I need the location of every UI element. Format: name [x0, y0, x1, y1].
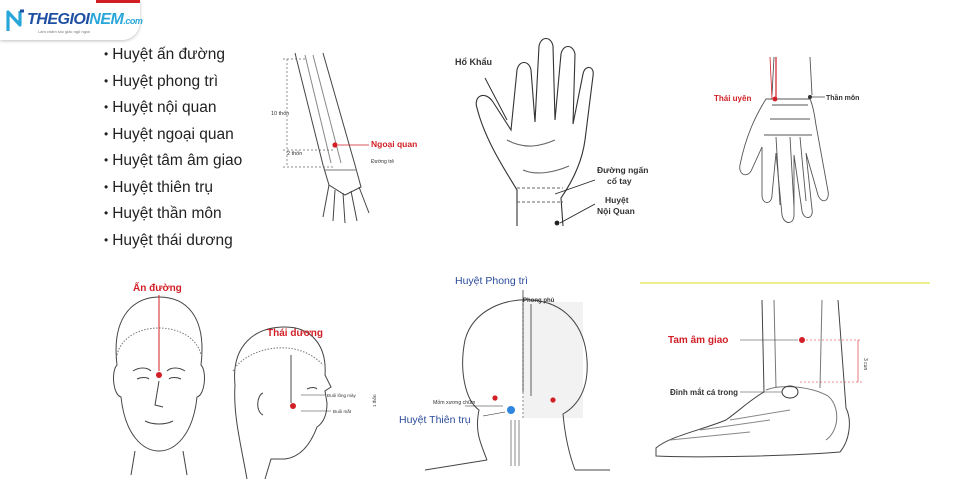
acupoint-list: Huyệt ấn đường Huyệt phong trì Huyệt nội… — [104, 42, 242, 254]
label-brow: Đuôi lông mày — [327, 393, 357, 398]
palm-diagram: Hổ Khẩu Đường ngấn cổ tay Huyệt Nội Quan — [445, 30, 665, 235]
than-mon-point — [808, 95, 812, 99]
label-mom-xuong: Mỏm xương chũm — [433, 399, 475, 406]
brand-logo[interactable]: THEGIOINEM.com Làm chăm sóc giấc ngủ ngo… — [0, 0, 143, 40]
ankle-diagram: Tam âm giao Đỉnh mắt cá trong 3 cun — [640, 280, 930, 470]
label-thien-tru: Huyệt Thiên trụ — [399, 414, 471, 426]
label-phong-phu: Phong phủ — [523, 298, 555, 304]
label-huyet: Huyệt — [605, 195, 629, 205]
ngoai-quan-point — [332, 142, 338, 148]
list-item: Huyệt nội quan — [104, 95, 242, 122]
label-fold: 1 thốn — [372, 394, 377, 407]
label-wrist: Đường trẻ — [371, 159, 394, 165]
label-eye: Đuôi mắt — [333, 408, 352, 414]
list-item: Huyệt thiên trụ — [104, 175, 242, 202]
logo-accent-bar — [96, 0, 140, 3]
arm-diagram: 10 thốn 2 thốn Ngoại quan Đường trẻ — [265, 45, 425, 225]
label-lower: 2 thốn — [287, 151, 302, 157]
label-ho-khau: Hổ Khẩu — [455, 57, 492, 67]
thien-tru-point — [507, 406, 515, 414]
tam-am-giao-point — [799, 337, 805, 343]
list-item: Huyệt ấn đường — [104, 42, 242, 69]
label-crease-1: Đường ngấn — [597, 165, 648, 175]
face-diagram: Ấn đường Thái dương Đuôi lông mày Đuôi m… — [95, 275, 390, 485]
label-upper: 10 thốn — [271, 111, 289, 117]
label-ngoai-quan: Ngoại quan — [371, 139, 417, 149]
neck-diagram: Huyệt Phong trì Phong phủ Mỏm xương chũm… — [395, 270, 615, 480]
hand-diagram: Thái uyên Thần môn — [700, 55, 880, 230]
list-item: Huyệt phong trì — [104, 69, 242, 96]
phong-phu-point — [550, 397, 556, 403]
phong-tri-point — [492, 395, 498, 401]
noi-quan-point — [554, 220, 560, 226]
label-noi-quan: Nội Quan — [597, 206, 635, 216]
label-phong-tri: Huyệt Phong trì — [455, 275, 528, 287]
label-measure: 3 cun — [862, 358, 868, 370]
label-an-duong: Ấn đường — [133, 281, 182, 294]
label-tam-am-giao: Tam âm giao — [668, 335, 728, 346]
list-item: Huyệt tâm âm giao — [104, 148, 242, 175]
logo-mark-icon — [6, 9, 24, 31]
an-duong-point — [156, 372, 162, 378]
label-thai-uyen: Thái uyên — [714, 94, 751, 103]
label-thai-duong: Thái dương — [267, 328, 323, 339]
list-item: Huyệt ngoại quan — [104, 122, 242, 149]
label-dinh-mat-ca: Đỉnh mắt cá trong — [670, 388, 738, 397]
label-crease-2: cổ tay — [607, 176, 632, 186]
label-than-mon: Thần môn — [826, 93, 859, 102]
list-item: Huyệt thần môn — [104, 201, 242, 228]
logo-tagline: Làm chăm sóc giấc ngủ ngon — [38, 29, 91, 34]
thai-uyen-point — [772, 96, 778, 102]
list-item: Huyệt thái dương — [104, 228, 242, 255]
thai-duong-point — [290, 403, 296, 409]
logo-wordmark: THEGIOINEM.com — [27, 11, 143, 28]
